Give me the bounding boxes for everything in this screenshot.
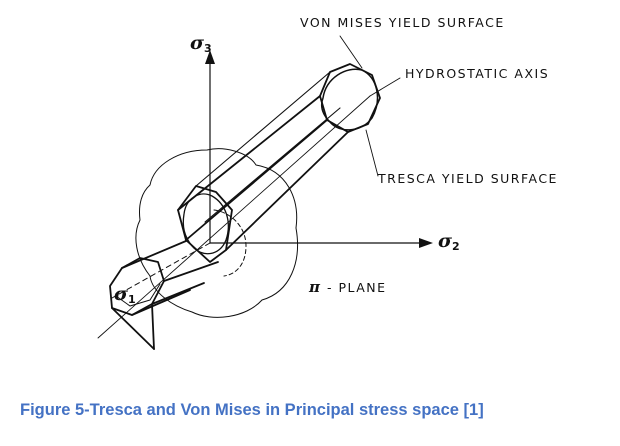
hydrostatic-axis-line (97, 95, 371, 339)
figure-caption: Figure 5-Tresca and Von Mises in Princip… (20, 401, 484, 419)
von-mises-label: VON MISES YIELD SURFACE (300, 15, 505, 30)
pi-plane-text: - PLANE (326, 280, 387, 295)
sigma2-arrowhead (419, 238, 433, 248)
tresca-label: TRESCA YIELD SURFACE (378, 171, 558, 186)
tube-near-circle (182, 193, 229, 255)
von-mises-end-circle (320, 68, 379, 131)
tube-front-inner-curve (115, 283, 161, 307)
hydrostatic-axis-label: HYDROSTATIC AXIS (405, 66, 550, 81)
sigma3-label: σ3 (190, 32, 212, 55)
pi-plane-section-dashed (213, 209, 247, 277)
hydrostatic-axis-leader (369, 77, 401, 97)
tresca-leader (365, 129, 379, 177)
sigma3-arrowhead (205, 50, 215, 64)
sigma1-label: σ1 (114, 283, 136, 306)
pi-symbol: π (309, 278, 322, 296)
sigma2-label: σ2 (438, 230, 460, 253)
pi-plane-outline (135, 148, 298, 318)
von-mises-leader (339, 35, 363, 69)
pi-plane-label: π - PLANE (309, 278, 387, 296)
